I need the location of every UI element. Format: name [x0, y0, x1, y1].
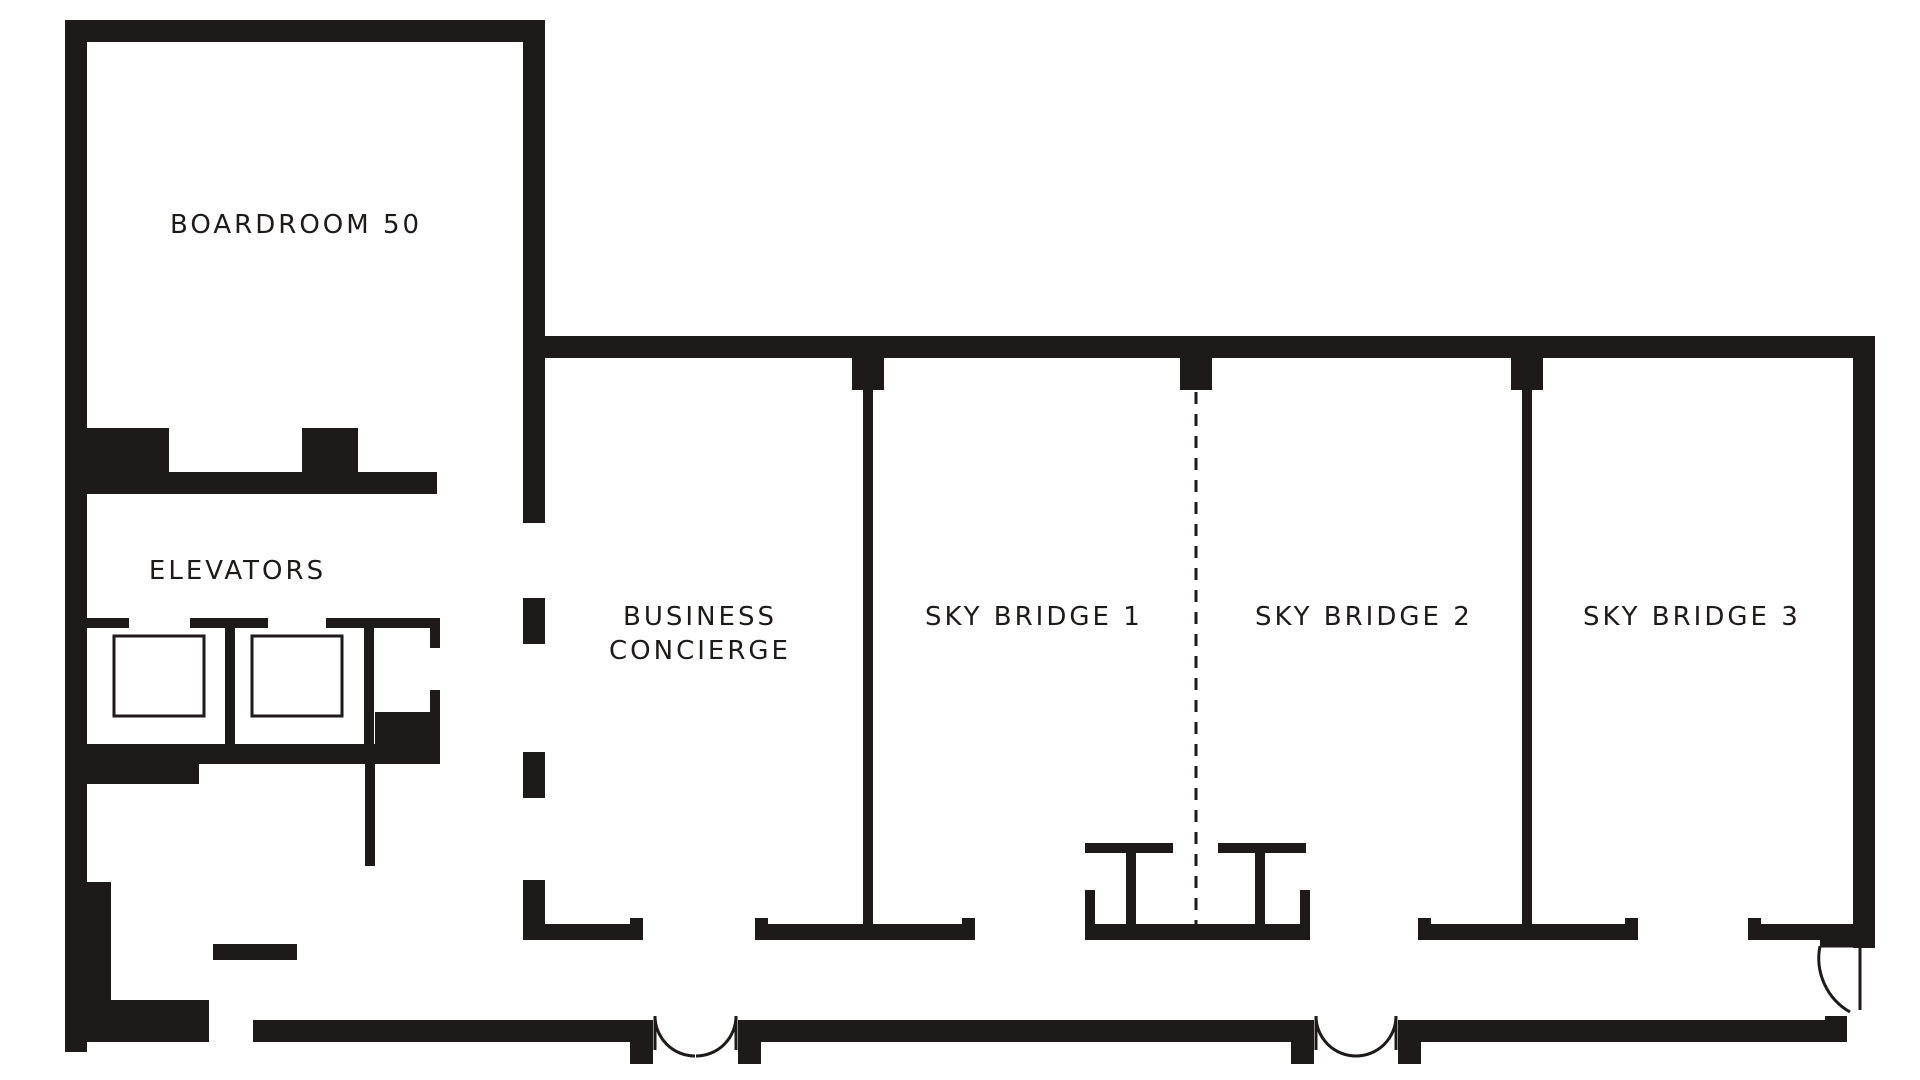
divider-sky-bridge-1 [863, 390, 873, 932]
outer-bottom-wall [253, 1020, 653, 1042]
service-post [1126, 853, 1136, 928]
lobby-bench [213, 944, 297, 960]
room-bottom-wall-stub [962, 918, 975, 940]
service-bar [1218, 843, 1306, 853]
room-bottom-wall-stub [1748, 918, 1761, 940]
room-label-sky-bridge-2: SKY BRIDGE 2 [1255, 602, 1473, 632]
divider-cap [852, 356, 884, 390]
service-post [1085, 890, 1095, 930]
room-bottom-wall [755, 924, 975, 940]
room-label-elevators: ELEVATORS [148, 556, 327, 586]
elevator-bar [190, 618, 268, 628]
outer-left-wall [65, 20, 87, 1052]
room-label-boardroom: BOARDROOM 50 [170, 210, 423, 240]
pillar [302, 428, 358, 494]
elevator-post [430, 618, 440, 648]
room-label-business-concierge: BUSINESS CONCIERGE [600, 600, 800, 668]
room-label-sky-bridge-1: SKY BRIDGE 1 [925, 602, 1143, 632]
room-label-business-line1: BUSINESS [623, 602, 777, 632]
elevator-car-1 [112, 634, 206, 718]
room-bottom-wall [1418, 924, 1638, 940]
double-door-left[interactable] [653, 1015, 738, 1058]
elevator-divider [225, 628, 235, 746]
door-jamb [1820, 926, 1855, 946]
outer-bottom-wall [630, 1028, 653, 1064]
divider-sky-bridge-3 [1522, 390, 1532, 932]
service-bar [1085, 843, 1173, 853]
outer-bottom-wall [1291, 1028, 1314, 1064]
lobby-pillar [87, 882, 111, 1042]
outer-bottom-wall [1398, 1028, 1421, 1064]
outer-bottom-wall [1398, 1020, 1825, 1042]
room-bottom-wall [523, 924, 643, 940]
service-post [1255, 853, 1265, 928]
concierge-wall-segment [523, 598, 545, 644]
outer-bottom-wall-end [1825, 1016, 1847, 1042]
elevator-bar [87, 618, 129, 628]
elevator-car-2 [250, 634, 344, 718]
room-label-business-line2: CONCIERGE [609, 636, 791, 666]
room-bottom-wall-stub [630, 918, 643, 940]
pillar [87, 428, 169, 494]
service-post [1300, 890, 1310, 930]
double-door-right[interactable] [1314, 1015, 1398, 1058]
room-bottom-wall-stub [755, 918, 768, 940]
room-bottom-wall-stub [1625, 918, 1638, 940]
concierge-wall-segment [523, 752, 545, 798]
outer-bottom-wall [738, 1020, 1314, 1042]
elevator-post [430, 690, 440, 720]
elevator-bottom-ledge [87, 764, 199, 784]
hall-top-wall [545, 336, 1875, 358]
outer-bottom-wall [738, 1028, 761, 1064]
elevator-stem [365, 764, 375, 866]
divider-cap [1180, 356, 1212, 390]
lobby-ledge [111, 1000, 209, 1042]
boardroom-right-wall [523, 20, 545, 523]
elevator-bar [326, 618, 440, 628]
room-bottom-wall [1085, 924, 1310, 940]
elevator-bottom-wall [87, 744, 437, 764]
corner-door[interactable] [1817, 944, 1862, 1014]
room-bottom-wall-stub [1418, 918, 1431, 940]
divider-cap [1511, 356, 1543, 390]
boardroom-top-wall [65, 20, 545, 42]
outer-right-wall [1853, 336, 1875, 948]
elevator-divider [364, 628, 374, 746]
room-label-sky-bridge-3: SKY BRIDGE 3 [1583, 602, 1801, 632]
